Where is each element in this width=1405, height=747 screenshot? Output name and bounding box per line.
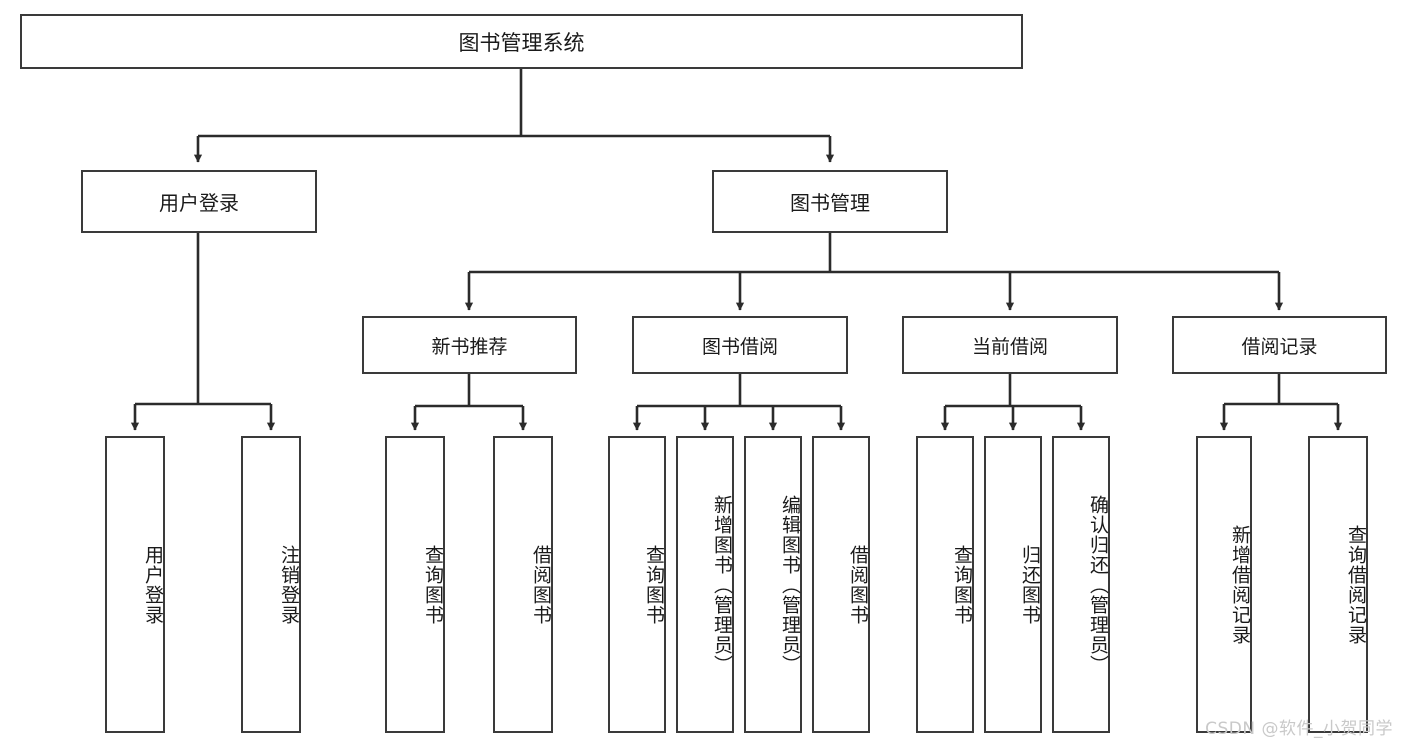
- node-user-login[interactable]: 用户登录: [81, 170, 317, 233]
- leaf-borrow-add-book-admin[interactable]: 新增图书（管理员）: [676, 436, 734, 733]
- node-book-management[interactable]: 图书管理: [712, 170, 948, 233]
- node-new-book-recommend[interactable]: 新书推荐: [362, 316, 577, 374]
- leaf-borrow-query-book[interactable]: 查询图书: [608, 436, 666, 733]
- leaf-recommend-borrow-book[interactable]: 借阅图书: [493, 436, 553, 733]
- node-book-borrow[interactable]: 图书借阅: [632, 316, 848, 374]
- node-current-borrow[interactable]: 当前借阅: [902, 316, 1118, 374]
- node-borrow-record[interactable]: 借阅记录: [1172, 316, 1387, 374]
- leaf-borrow-edit-book-admin[interactable]: 编辑图书（管理员）: [744, 436, 802, 733]
- leaf-user-login[interactable]: 用户登录: [105, 436, 165, 733]
- leaf-user-logout[interactable]: 注销登录: [241, 436, 301, 733]
- leaf-borrow-borrow-book[interactable]: 借阅图书: [812, 436, 870, 733]
- leaf-record-add-borrow-record[interactable]: 新增借阅记录: [1196, 436, 1252, 733]
- leaf-recommend-query-book[interactable]: 查询图书: [385, 436, 445, 733]
- leaf-current-query-book[interactable]: 查询图书: [916, 436, 974, 733]
- leaf-current-return-book[interactable]: 归还图书: [984, 436, 1042, 733]
- leaf-current-confirm-return-admin[interactable]: 确认归还（管理员）: [1052, 436, 1110, 733]
- csdn-watermark: CSDN @软件_小贺同学: [1205, 719, 1393, 739]
- node-root-system[interactable]: 图书管理系统: [20, 14, 1023, 69]
- leaf-record-query-borrow-record[interactable]: 查询借阅记录: [1308, 436, 1368, 733]
